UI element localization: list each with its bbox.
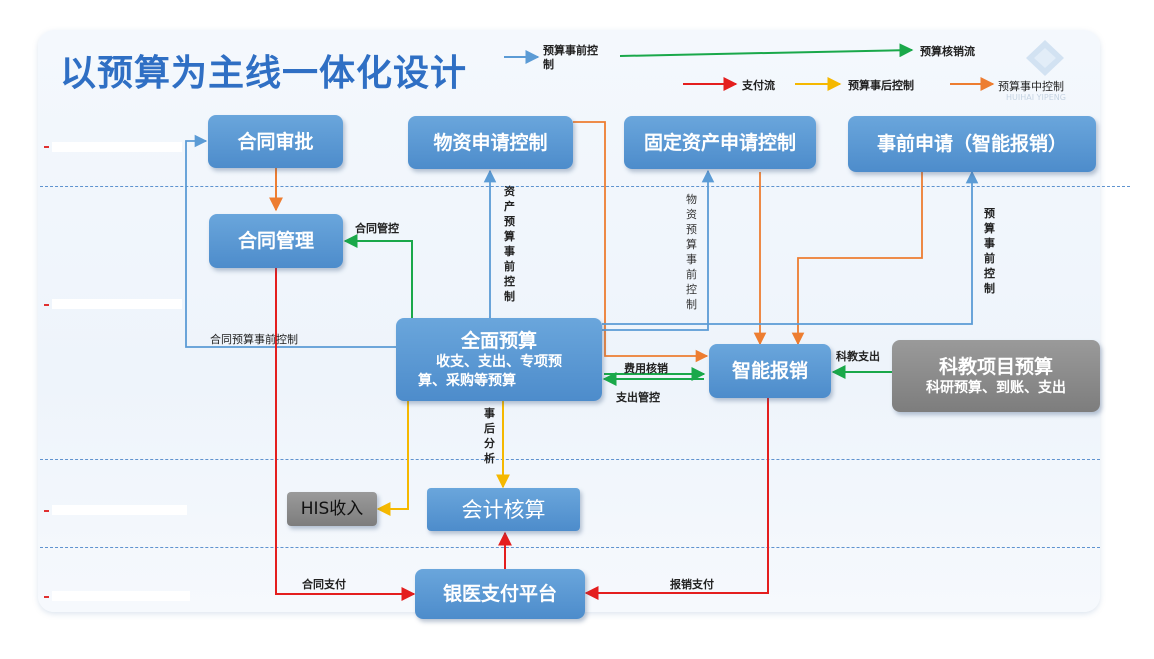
edge-stub bbox=[52, 505, 187, 515]
asset-budget-pre-control-label: 资产预算事前控制 bbox=[504, 185, 515, 303]
post-analysis-label: 事后分析 bbox=[484, 407, 495, 465]
overall-budget-box: 全面预算 收支、支出、专项预 算、采购等预算 bbox=[396, 318, 602, 401]
fixed-asset-request-box: 固定资产申请控制 bbox=[624, 116, 816, 169]
arrow-material-to-reimbursement bbox=[573, 121, 709, 363]
payment-platform-box: 银医支付平台 bbox=[415, 569, 585, 619]
overall-budget-sub1: 收支、支出、专项预 bbox=[436, 353, 562, 370]
legend-post-control-label: 预算事后控制 bbox=[848, 79, 914, 92]
edge-mark bbox=[44, 304, 49, 306]
contract-management-label: 合同管理 bbox=[237, 230, 314, 252]
arrow-budget-to-contract-mgmt bbox=[343, 234, 413, 318]
contract-approval-label: 合同审批 bbox=[237, 130, 314, 153]
research-budget-sub: 科研预算、到账、支出 bbox=[926, 379, 1066, 396]
page-title: 以预算为主线一体化设计 bbox=[60, 53, 468, 94]
budget-pre-control-label: 预算事前控制 bbox=[984, 207, 995, 295]
legend-pre-control-label-2: 制 bbox=[543, 58, 554, 71]
arrow-budget-to-contract-approval bbox=[185, 134, 397, 348]
contract-payment-label: 合同支付 bbox=[302, 578, 346, 591]
arrow-budget-to-fixed-asset bbox=[602, 169, 715, 331]
legend-pre-control-label: 预算事前控 bbox=[543, 44, 598, 57]
contract-approval-box: 合同审批 bbox=[208, 115, 343, 168]
contract-budget-pre-control-label: 合同预算事前控制 bbox=[210, 333, 298, 346]
edge-mark bbox=[44, 146, 49, 148]
arrow-preapp-to-reimbursement bbox=[791, 172, 923, 346]
separator-line bbox=[40, 459, 1100, 460]
edge-mark bbox=[44, 596, 49, 598]
legend-verification-label: 预算核销流 bbox=[920, 45, 975, 58]
separator-line bbox=[40, 547, 1100, 548]
overall-budget-sub2: 算、采购等预算 bbox=[418, 372, 516, 389]
arrow-budget-to-his bbox=[376, 400, 409, 516]
logo-watermark-text: HUIHAI YIPENG bbox=[1006, 93, 1066, 102]
his-income-box: HIS收入 bbox=[287, 492, 377, 526]
arrow-budget-to-preapp bbox=[602, 170, 979, 325]
separator-line bbox=[40, 186, 1130, 187]
research-budget-box: 科教项目预算 科研预算、到账、支出 bbox=[892, 340, 1100, 412]
material-request-box: 物资申请控制 bbox=[408, 116, 573, 169]
edge-stub bbox=[52, 299, 182, 309]
contract-control-label: 合同管控 bbox=[355, 222, 399, 235]
accounting-box: 会计核算 bbox=[427, 488, 580, 531]
legend-mid-control-label: 预算事中控制 bbox=[998, 80, 1064, 93]
fixed-asset-request-label: 固定资产申请控制 bbox=[643, 131, 796, 154]
logo-watermark bbox=[1026, 40, 1064, 76]
expense-control-label: 支出管控 bbox=[616, 391, 660, 404]
smart-reimbursement-label: 智能报销 bbox=[731, 360, 808, 382]
smart-reimbursement-box: 智能报销 bbox=[709, 344, 831, 398]
accounting-label: 会计核算 bbox=[461, 497, 546, 522]
his-income-label: HIS收入 bbox=[300, 499, 364, 519]
contract-management-box: 合同管理 bbox=[209, 214, 343, 268]
reimbursement-payment-label: 报销支付 bbox=[670, 578, 714, 591]
edge-stub bbox=[52, 142, 182, 152]
arrow-reimbursement-payment bbox=[584, 398, 769, 600]
pre-application-label: 事前申请（智能报销） bbox=[876, 133, 1067, 155]
overall-budget-title: 全面预算 bbox=[460, 329, 537, 352]
edge-stub bbox=[52, 591, 190, 601]
material-request-label: 物资申请控制 bbox=[433, 131, 548, 154]
legend-verification-arrow bbox=[619, 43, 914, 58]
expense-verification-label: 费用核销 bbox=[624, 362, 668, 375]
legend-payment-label: 支付流 bbox=[742, 79, 775, 92]
edge-mark bbox=[44, 510, 49, 512]
payment-platform-label: 银医支付平台 bbox=[442, 583, 557, 605]
research-budget-title: 科教项目预算 bbox=[938, 355, 1053, 378]
research-expense-label: 科教支出 bbox=[836, 350, 880, 363]
arrow-contract-payment bbox=[275, 268, 416, 601]
material-budget-pre-control-label: 物资预算事前控制 bbox=[686, 193, 697, 311]
pre-application-box: 事前申请（智能报销） bbox=[848, 116, 1096, 172]
